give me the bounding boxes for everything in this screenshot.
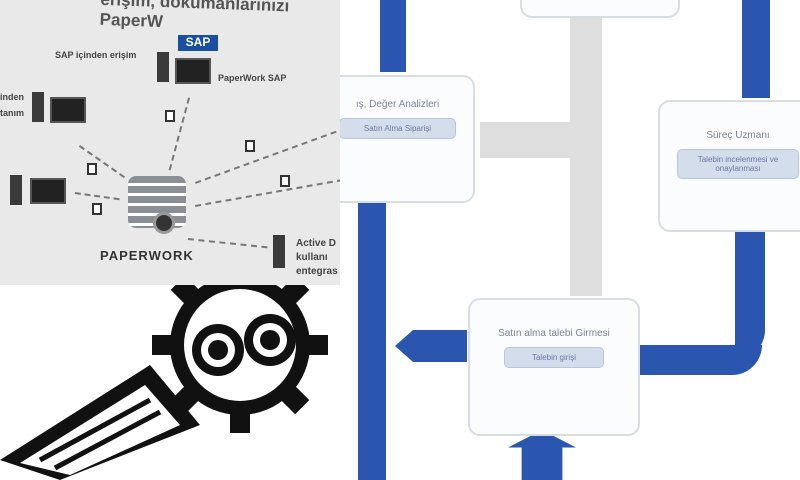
left-label-2: tanım: [0, 108, 25, 118]
document-icon: [245, 140, 255, 152]
computer-icon: [157, 52, 169, 82]
active-label-1: Active D: [296, 238, 337, 249]
sap-logo: SAP: [178, 35, 218, 51]
process-flowchart-image: ış, Değer Analizleri Satın Alma Siparişi…: [340, 0, 800, 480]
monitor-icon: [175, 58, 211, 84]
process-subtask: Satın Alma Siparişi: [340, 118, 457, 139]
blue-arrow-curve-left: [640, 345, 762, 375]
paperwork-logo: PAPERWORK: [100, 248, 194, 263]
blue-arrow-up-long: [358, 200, 386, 480]
process-box-center: Satın alma talebi Girmesi Talebin girişi: [468, 298, 640, 436]
paperwork-sap-label: PaperWork SAP: [218, 73, 287, 83]
active-label-2: kullanı: [296, 252, 328, 263]
grey-arrow-down: [570, 18, 602, 296]
blue-arrow-left: [395, 330, 467, 362]
document-icon: [87, 163, 97, 175]
blue-arrow-up-bottom: [508, 430, 576, 480]
connection-line: [78, 145, 126, 179]
sap-access-label: SAP içinden erişim: [55, 50, 137, 60]
document-icon: [280, 175, 290, 187]
gear-robot-image: [0, 285, 340, 480]
blue-arrow-down: [742, 0, 770, 98]
process-subtask: Talebin incelenmesi ve onaylanması: [677, 149, 799, 179]
process-title: ış, Değer Analizleri: [355, 99, 440, 110]
process-box-right: Süreç Uzmanı Talebin incelenmesi ve onay…: [658, 100, 800, 232]
grey-arrow-left: [480, 122, 572, 158]
globe-icon: [153, 212, 175, 234]
left-label-1: inden: [0, 92, 24, 102]
monitor-icon: [50, 97, 86, 123]
blue-arrow-curve: [735, 230, 765, 360]
monitor-icon: [30, 178, 66, 204]
blue-arrow-up: [380, 0, 406, 72]
connection-line: [74, 192, 120, 201]
paperwork-architecture-image: erişim, dokumanlarınızı PaperW SAP SAP i…: [0, 0, 340, 285]
process-title: Süreç Uzmanı: [706, 130, 770, 141]
process-title: Satın alma talebi Girmesi: [498, 328, 610, 339]
computer-icon: [10, 175, 22, 205]
top-process-box: [520, 0, 680, 18]
connection-line: [195, 178, 340, 207]
connection-line: [168, 97, 190, 171]
server-icon: [273, 235, 285, 268]
process-subtask: Talebin girişi: [503, 347, 605, 368]
gear-robot-icon: [0, 285, 328, 480]
connection-line: [187, 238, 268, 249]
connection-line: [195, 130, 337, 184]
diagram-title: erişim, dokumanlarınızı PaperW: [99, 0, 290, 32]
active-label-3: entegras: [296, 266, 338, 277]
document-icon: [92, 203, 102, 215]
process-box-left: ış, Değer Analizleri Satın Alma Siparişi: [340, 75, 475, 203]
document-icon: [165, 110, 175, 122]
computer-icon: [32, 92, 44, 122]
